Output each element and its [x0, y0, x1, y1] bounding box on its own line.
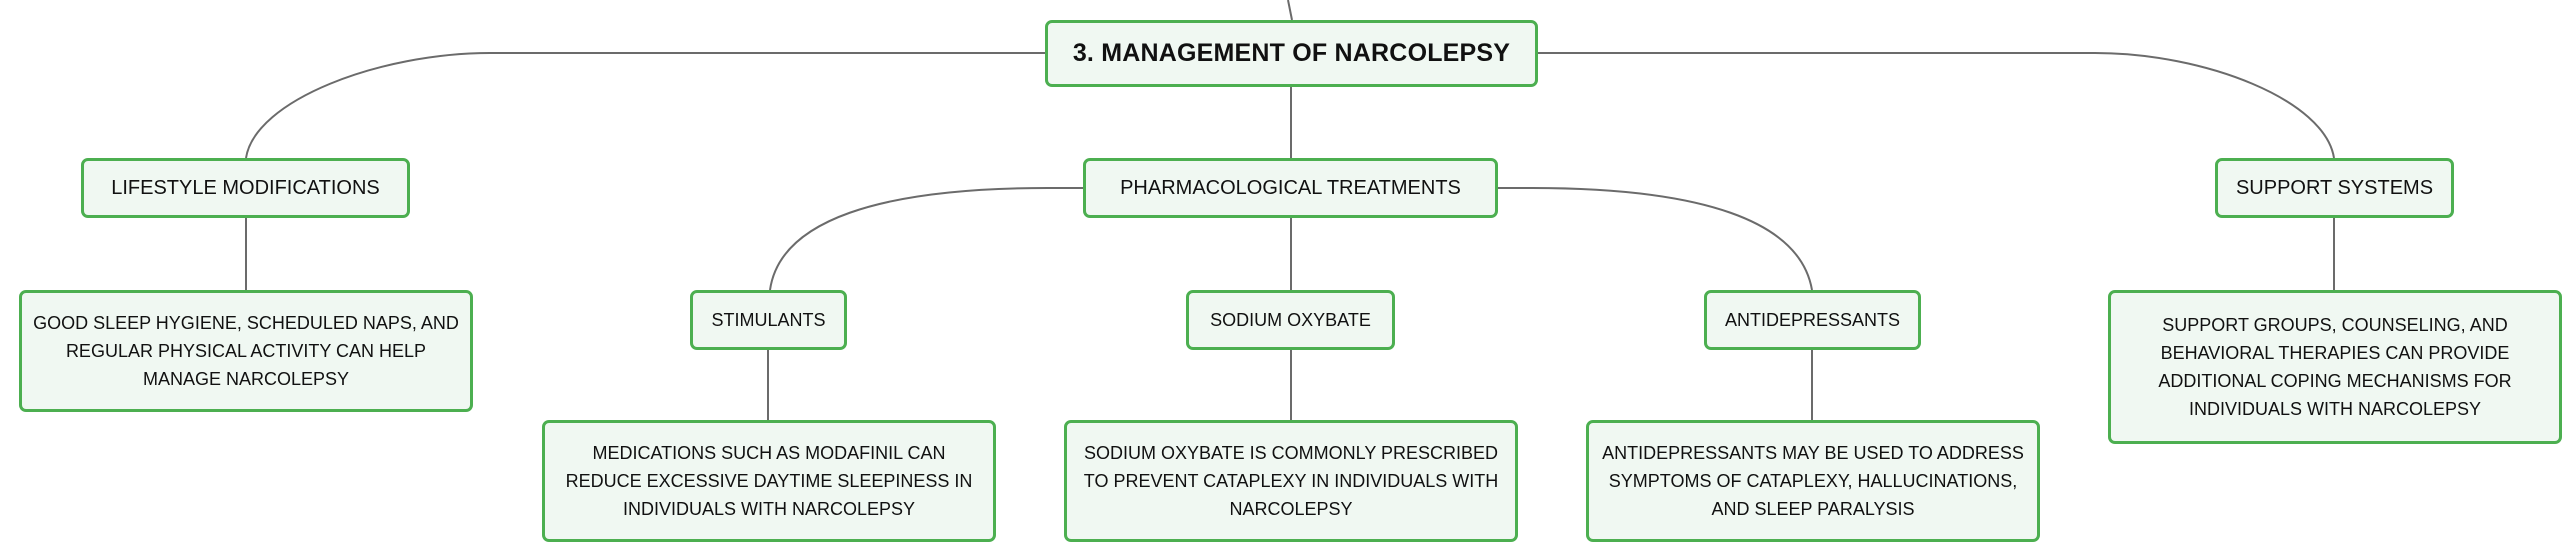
node-sodium-oxybate[interactable]: SODIUM OXYBATE	[1186, 290, 1395, 350]
detail-support-systems-text: SUPPORT GROUPS, COUNSELING, AND BEHAVIOR…	[2158, 315, 2512, 419]
root-node-label: 3. MANAGEMENT OF NARCOLEPSY	[1072, 39, 1511, 67]
detail-stimulants-text: MEDICATIONS SUCH AS MODAFINIL CAN REDUCE…	[565, 443, 973, 519]
detail-lifestyle-modifications-text: GOOD SLEEP HYGIENE, SCHEDULED NAPS, AND …	[33, 313, 459, 389]
node-lifestyle-modifications-label: LIFESTYLE MODIFICATIONS	[111, 176, 380, 199]
node-sodium-oxybate-label: SODIUM OXYBATE	[1210, 309, 1371, 330]
connector-parent-root	[1287, 0, 1293, 21]
detail-antidepressants-text: ANTIDEPRESSANTS MAY BE USED TO ADDRESS S…	[1602, 443, 2024, 519]
node-antidepressants[interactable]: ANTIDEPRESSANTS	[1704, 290, 1921, 350]
detail-sodium-oxybate-text: SODIUM OXYBATE IS COMMONLY PRESCRIBED TO…	[1083, 443, 1499, 519]
node-pharmacological-treatments-label: PHARMACOLOGICAL TREATMENTS	[1120, 176, 1461, 199]
detail-antidepressants[interactable]: ANTIDEPRESSANTS MAY BE USED TO ADDRESS S…	[1586, 420, 2040, 542]
connector-root-lifestyle	[245, 52, 1045, 159]
connector-pharma-antidepressants	[1498, 187, 1813, 291]
node-lifestyle-modifications[interactable]: LIFESTYLE MODIFICATIONS	[81, 158, 410, 218]
detail-sodium-oxybate[interactable]: SODIUM OXYBATE IS COMMONLY PRESCRIBED TO…	[1064, 420, 1518, 542]
node-stimulants[interactable]: STIMULANTS	[690, 290, 847, 350]
root-node[interactable]: 3. MANAGEMENT OF NARCOLEPSY	[1045, 20, 1538, 87]
node-antidepressants-label: ANTIDEPRESSANTS	[1724, 309, 1901, 330]
node-support-systems-label: SUPPORT SYSTEMS	[2235, 176, 2434, 199]
connector-pharma-stimulants	[769, 187, 1083, 291]
node-pharmacological-treatments[interactable]: PHARMACOLOGICAL TREATMENTS	[1083, 158, 1498, 218]
node-support-systems[interactable]: SUPPORT SYSTEMS	[2215, 158, 2454, 218]
connector-root-support	[1537, 52, 2335, 159]
detail-lifestyle-modifications[interactable]: GOOD SLEEP HYGIENE, SCHEDULED NAPS, AND …	[19, 290, 473, 412]
node-stimulants-label: STIMULANTS	[711, 309, 826, 330]
detail-stimulants[interactable]: MEDICATIONS SUCH AS MODAFINIL CAN REDUCE…	[542, 420, 996, 542]
detail-support-systems[interactable]: SUPPORT GROUPS, COUNSELING, AND BEHAVIOR…	[2108, 290, 2562, 444]
